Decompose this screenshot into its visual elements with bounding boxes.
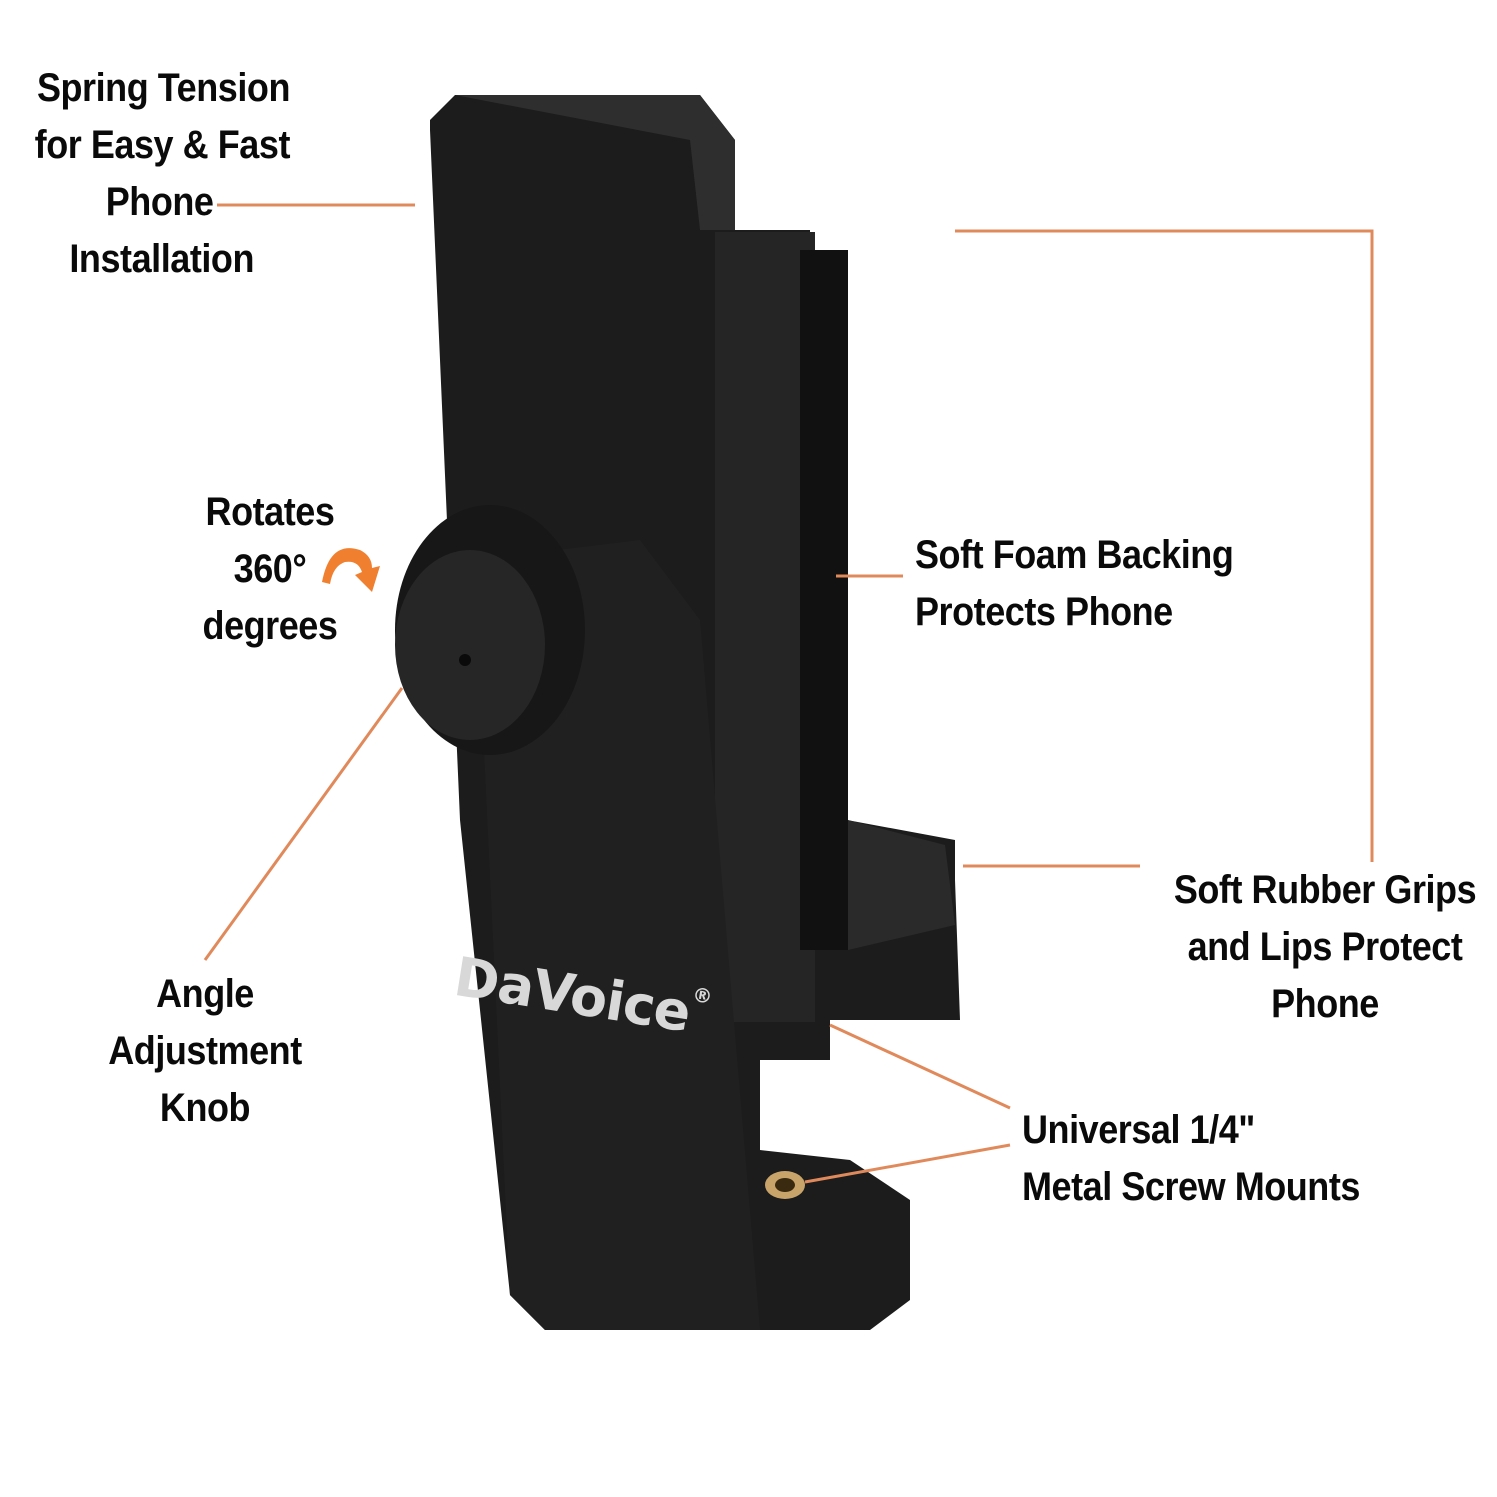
callout-angle-knob: Angle Adjustment Knob — [108, 972, 302, 1130]
callout-screw-mounts: Universal 1/4" Metal Screw Mounts — [1022, 1108, 1360, 1209]
leader-knob — [203, 687, 404, 961]
callout-rubber-grips: Soft Rubber Grips and Lips Protect Phone — [1173, 868, 1477, 1026]
callout-rotates: Rotates 360° degrees — [202, 490, 338, 648]
leader-mount-1 — [829, 1023, 1011, 1110]
rotate-arrow-icon — [322, 548, 380, 592]
callout-foam-backing: Soft Foam Backing Protects Phone — [915, 533, 1234, 634]
leader-mount-2 — [804, 1143, 1011, 1184]
leader-grips-top — [955, 229, 1374, 862]
callout-spring-tension: Spring Tension for Easy & Fast Phone Ins… — [34, 66, 291, 281]
